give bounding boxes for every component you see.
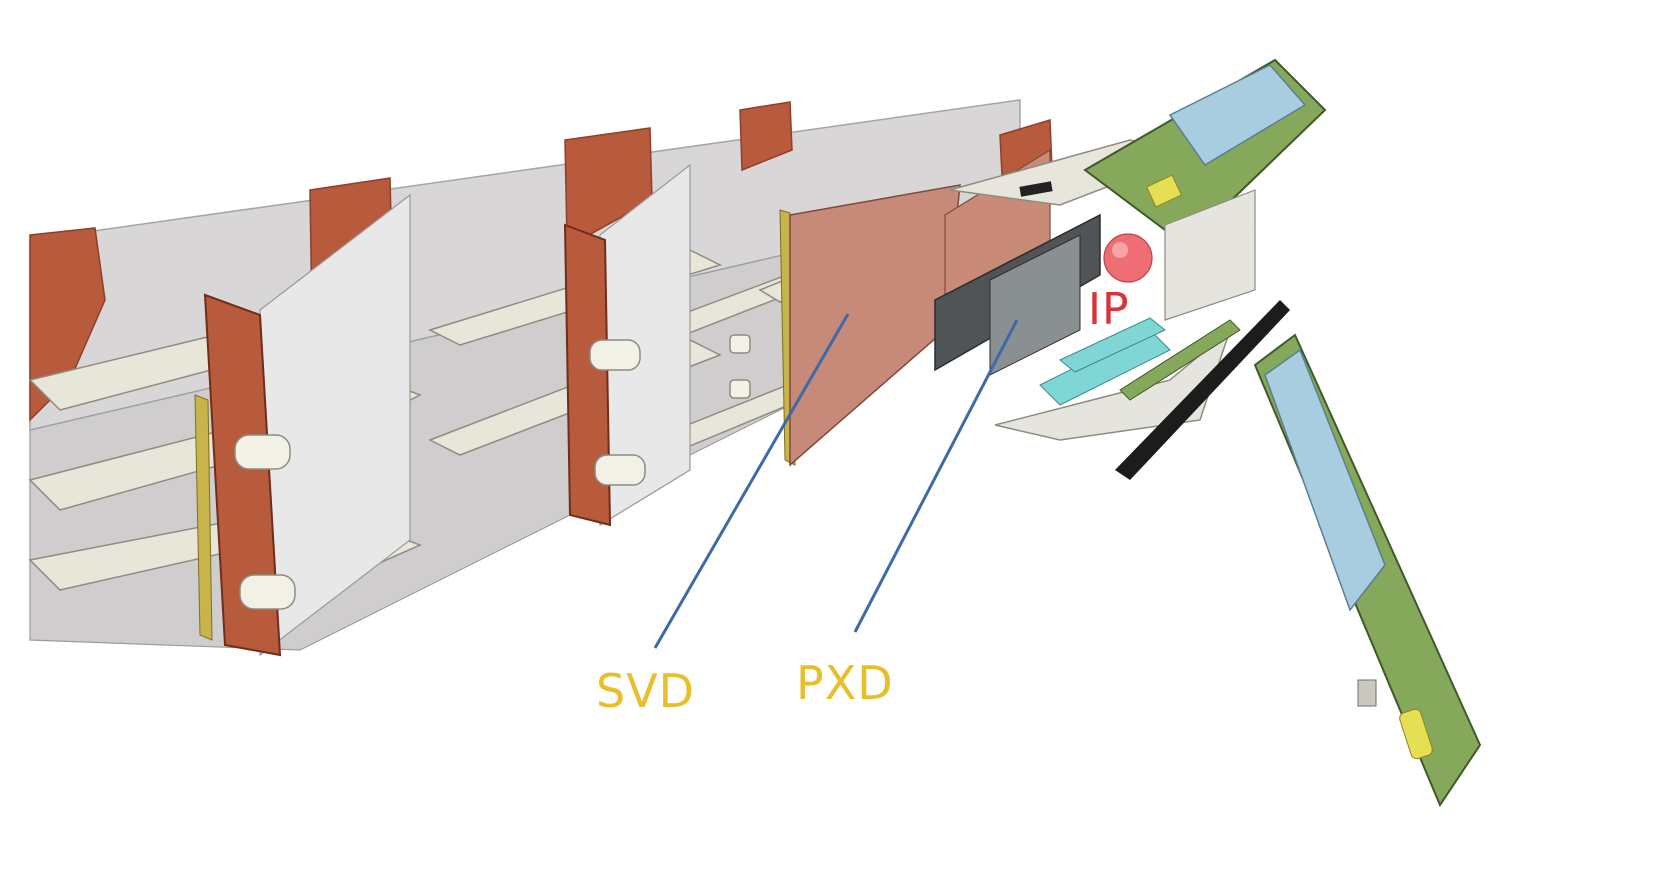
pxd-leader-line — [853, 319, 1019, 633]
pxd-label: PXD — [796, 656, 894, 710]
svd-leader-line — [653, 313, 850, 649]
ip-label: IP — [1088, 284, 1130, 335]
pxd-upper-shell — [949, 58, 1327, 321]
pxd-ladder-block — [934, 213, 1101, 376]
ip-sphere — [1103, 233, 1153, 283]
svd-clamps — [234, 334, 751, 610]
svd-dividers — [259, 163, 691, 657]
detached-pxd-ladder — [1253, 333, 1482, 808]
pxd-lower-shell — [994, 300, 1290, 480]
svd-endplates — [194, 209, 796, 657]
svd-label: SVD — [596, 664, 696, 718]
